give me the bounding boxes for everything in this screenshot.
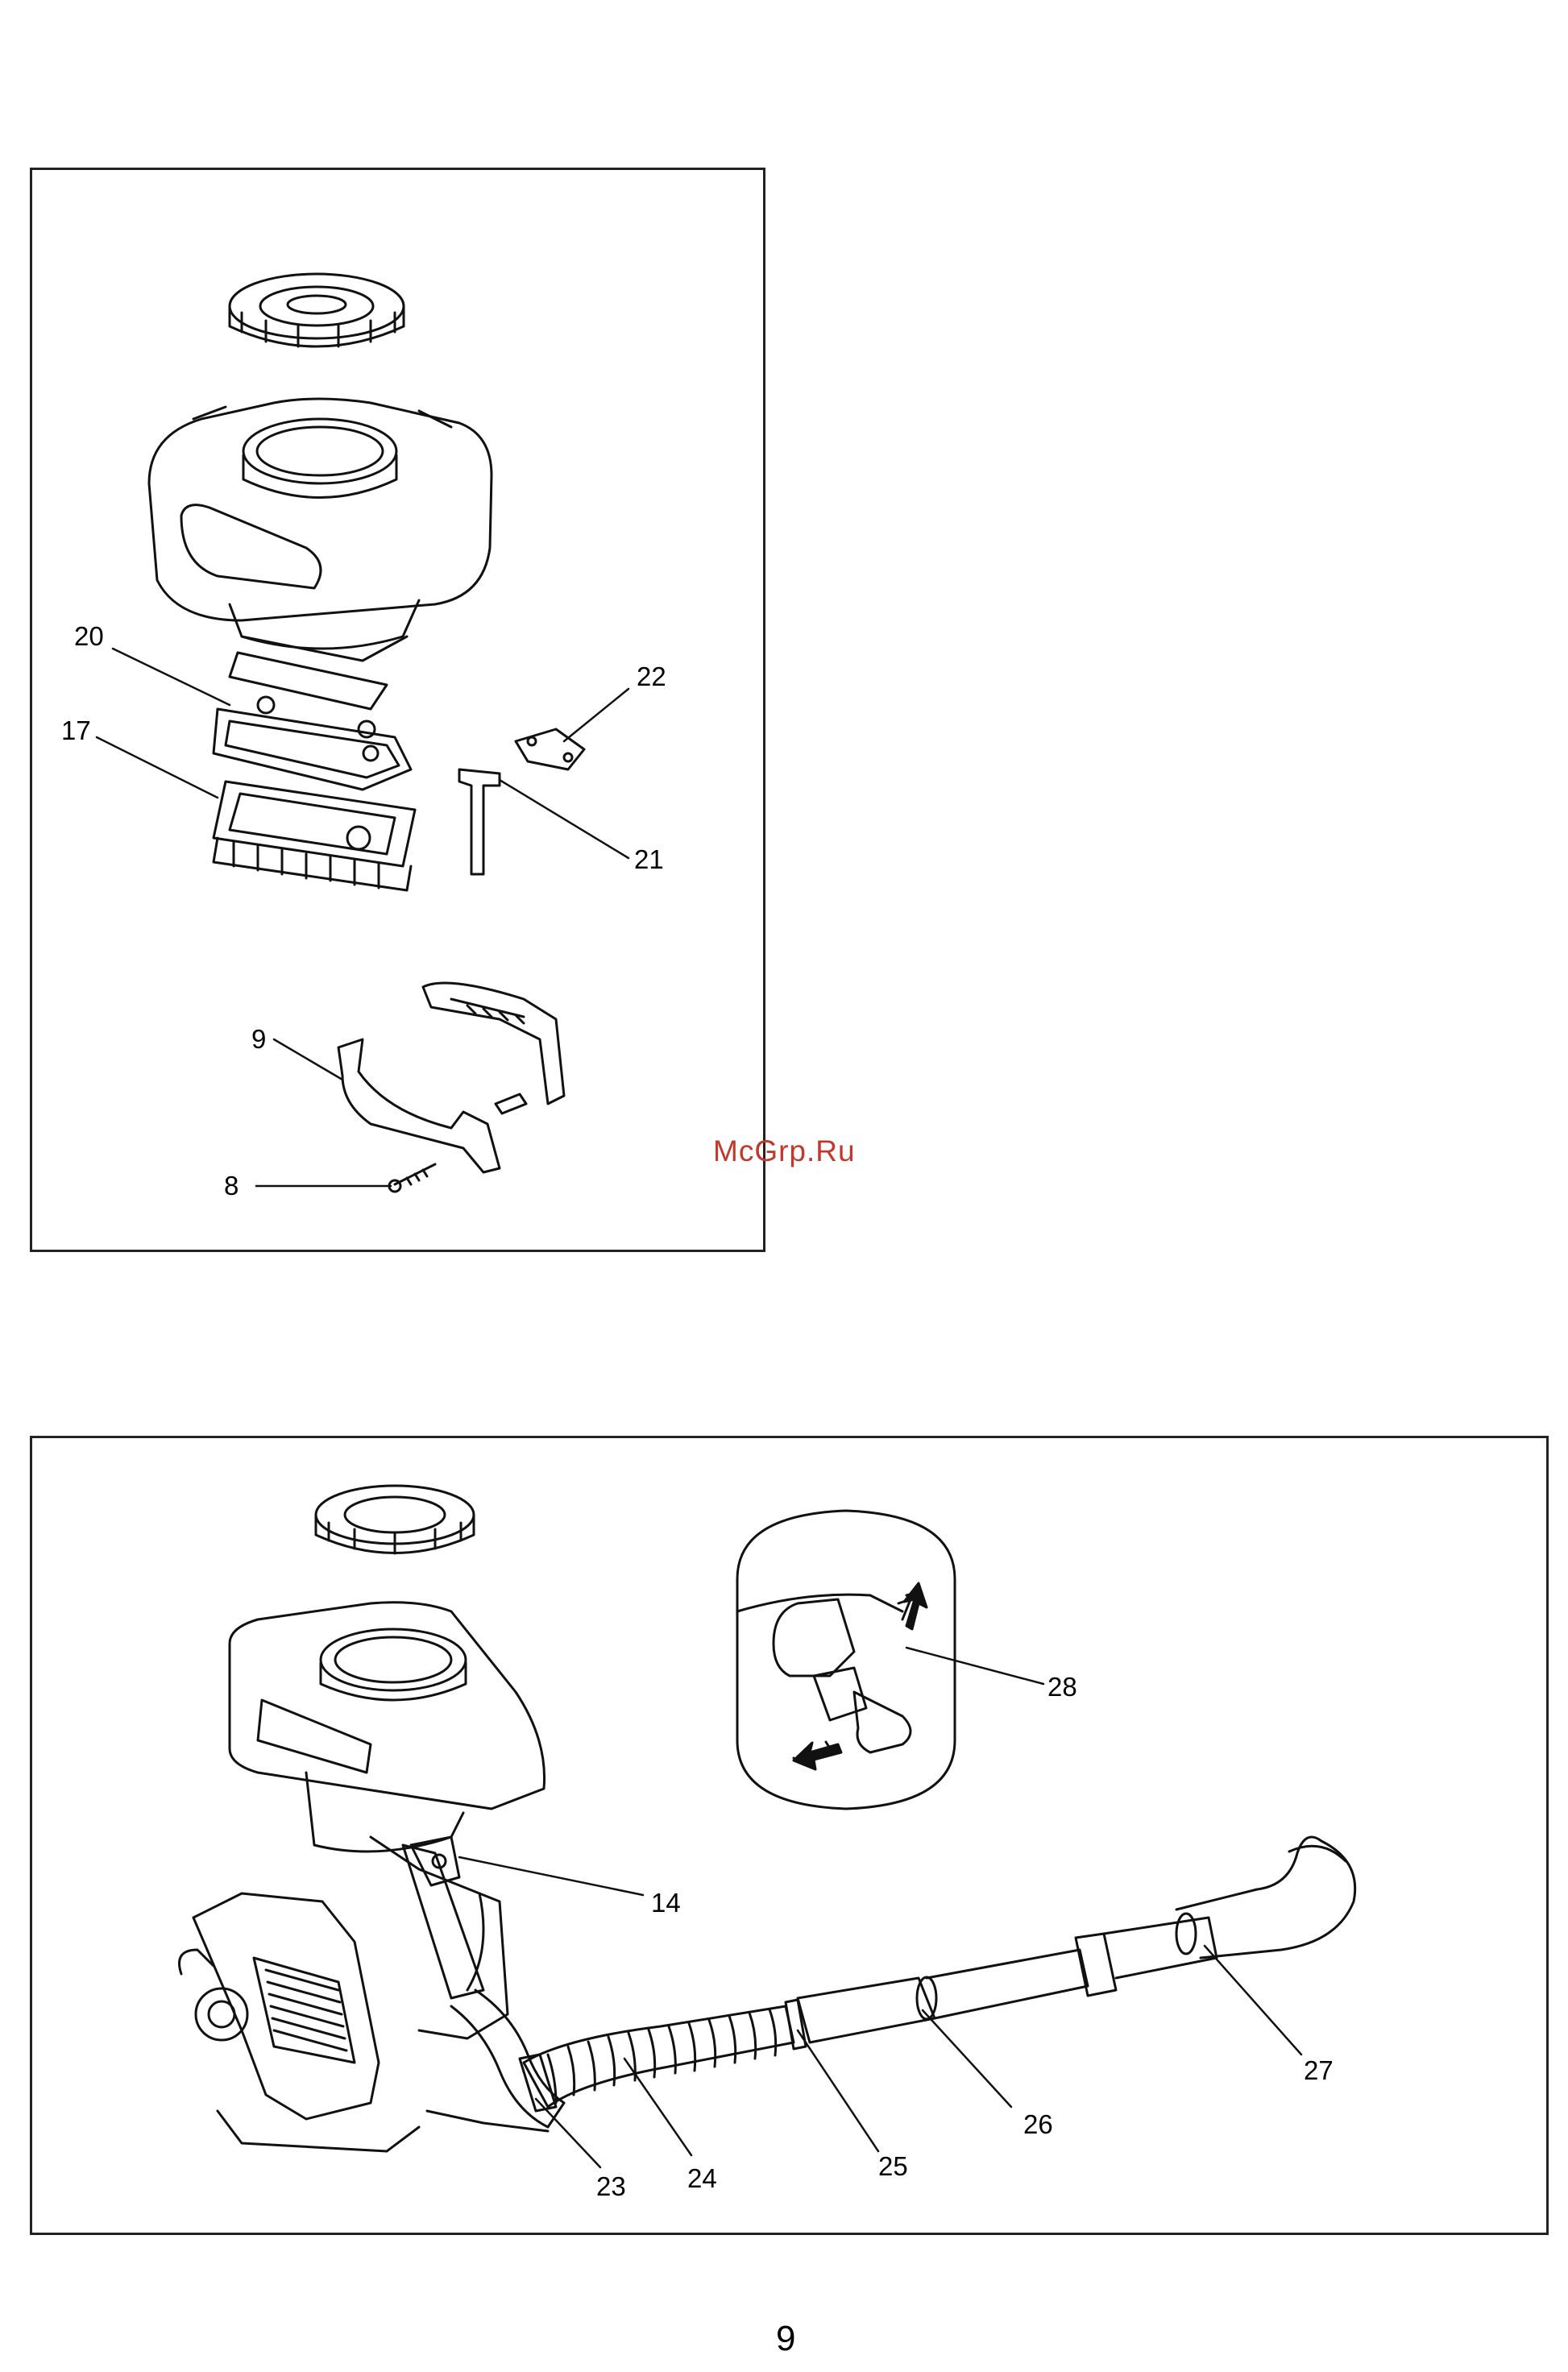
callout-25: 25	[878, 2153, 908, 2179]
inset-detail	[737, 1511, 955, 1809]
engine-unit	[180, 1837, 508, 2151]
leader-lines-top	[97, 649, 628, 1186]
tank-body-bottom	[230, 1603, 545, 1852]
callout-28: 28	[1047, 1673, 1077, 1700]
callout-21: 21	[634, 846, 664, 873]
clamp-part-25	[786, 2000, 806, 2049]
part-21	[459, 769, 500, 874]
callout-22: 22	[637, 663, 666, 690]
callout-27: 27	[1304, 2057, 1334, 2084]
tank-lid-bottom	[316, 1486, 474, 1553]
pipe-part-26	[798, 1977, 936, 2042]
callout-26: 26	[1023, 2111, 1053, 2138]
screw-part-8	[389, 1164, 435, 1192]
callout-23: 23	[596, 2173, 626, 2200]
part-22	[516, 729, 584, 769]
callout-9: 9	[251, 1026, 266, 1052]
callout-14: 14	[651, 1889, 681, 1916]
harness-frame-part-9	[338, 983, 564, 1172]
filter-cover-part-20	[214, 653, 411, 790]
callout-20: 20	[74, 623, 104, 649]
callout-8: 8	[224, 1172, 239, 1199]
tank-lid-top	[230, 274, 404, 346]
callout-17: 17	[61, 717, 91, 744]
leader-lines-bottom	[459, 1648, 1301, 2167]
watermark-text: McGrp.Ru	[713, 1134, 856, 1168]
arrow-left-icon	[794, 1743, 841, 1769]
pipe-straight	[927, 1918, 1217, 2018]
filter-element-part-17	[214, 782, 415, 890]
tank-body-top	[149, 399, 492, 661]
lever-part-14	[411, 1837, 459, 1885]
page-number: 9	[776, 2319, 795, 2359]
nozzle-part-27	[1176, 1837, 1355, 1958]
callout-24: 24	[687, 2165, 717, 2192]
flexible-hose-part-24	[524, 2006, 794, 2107]
